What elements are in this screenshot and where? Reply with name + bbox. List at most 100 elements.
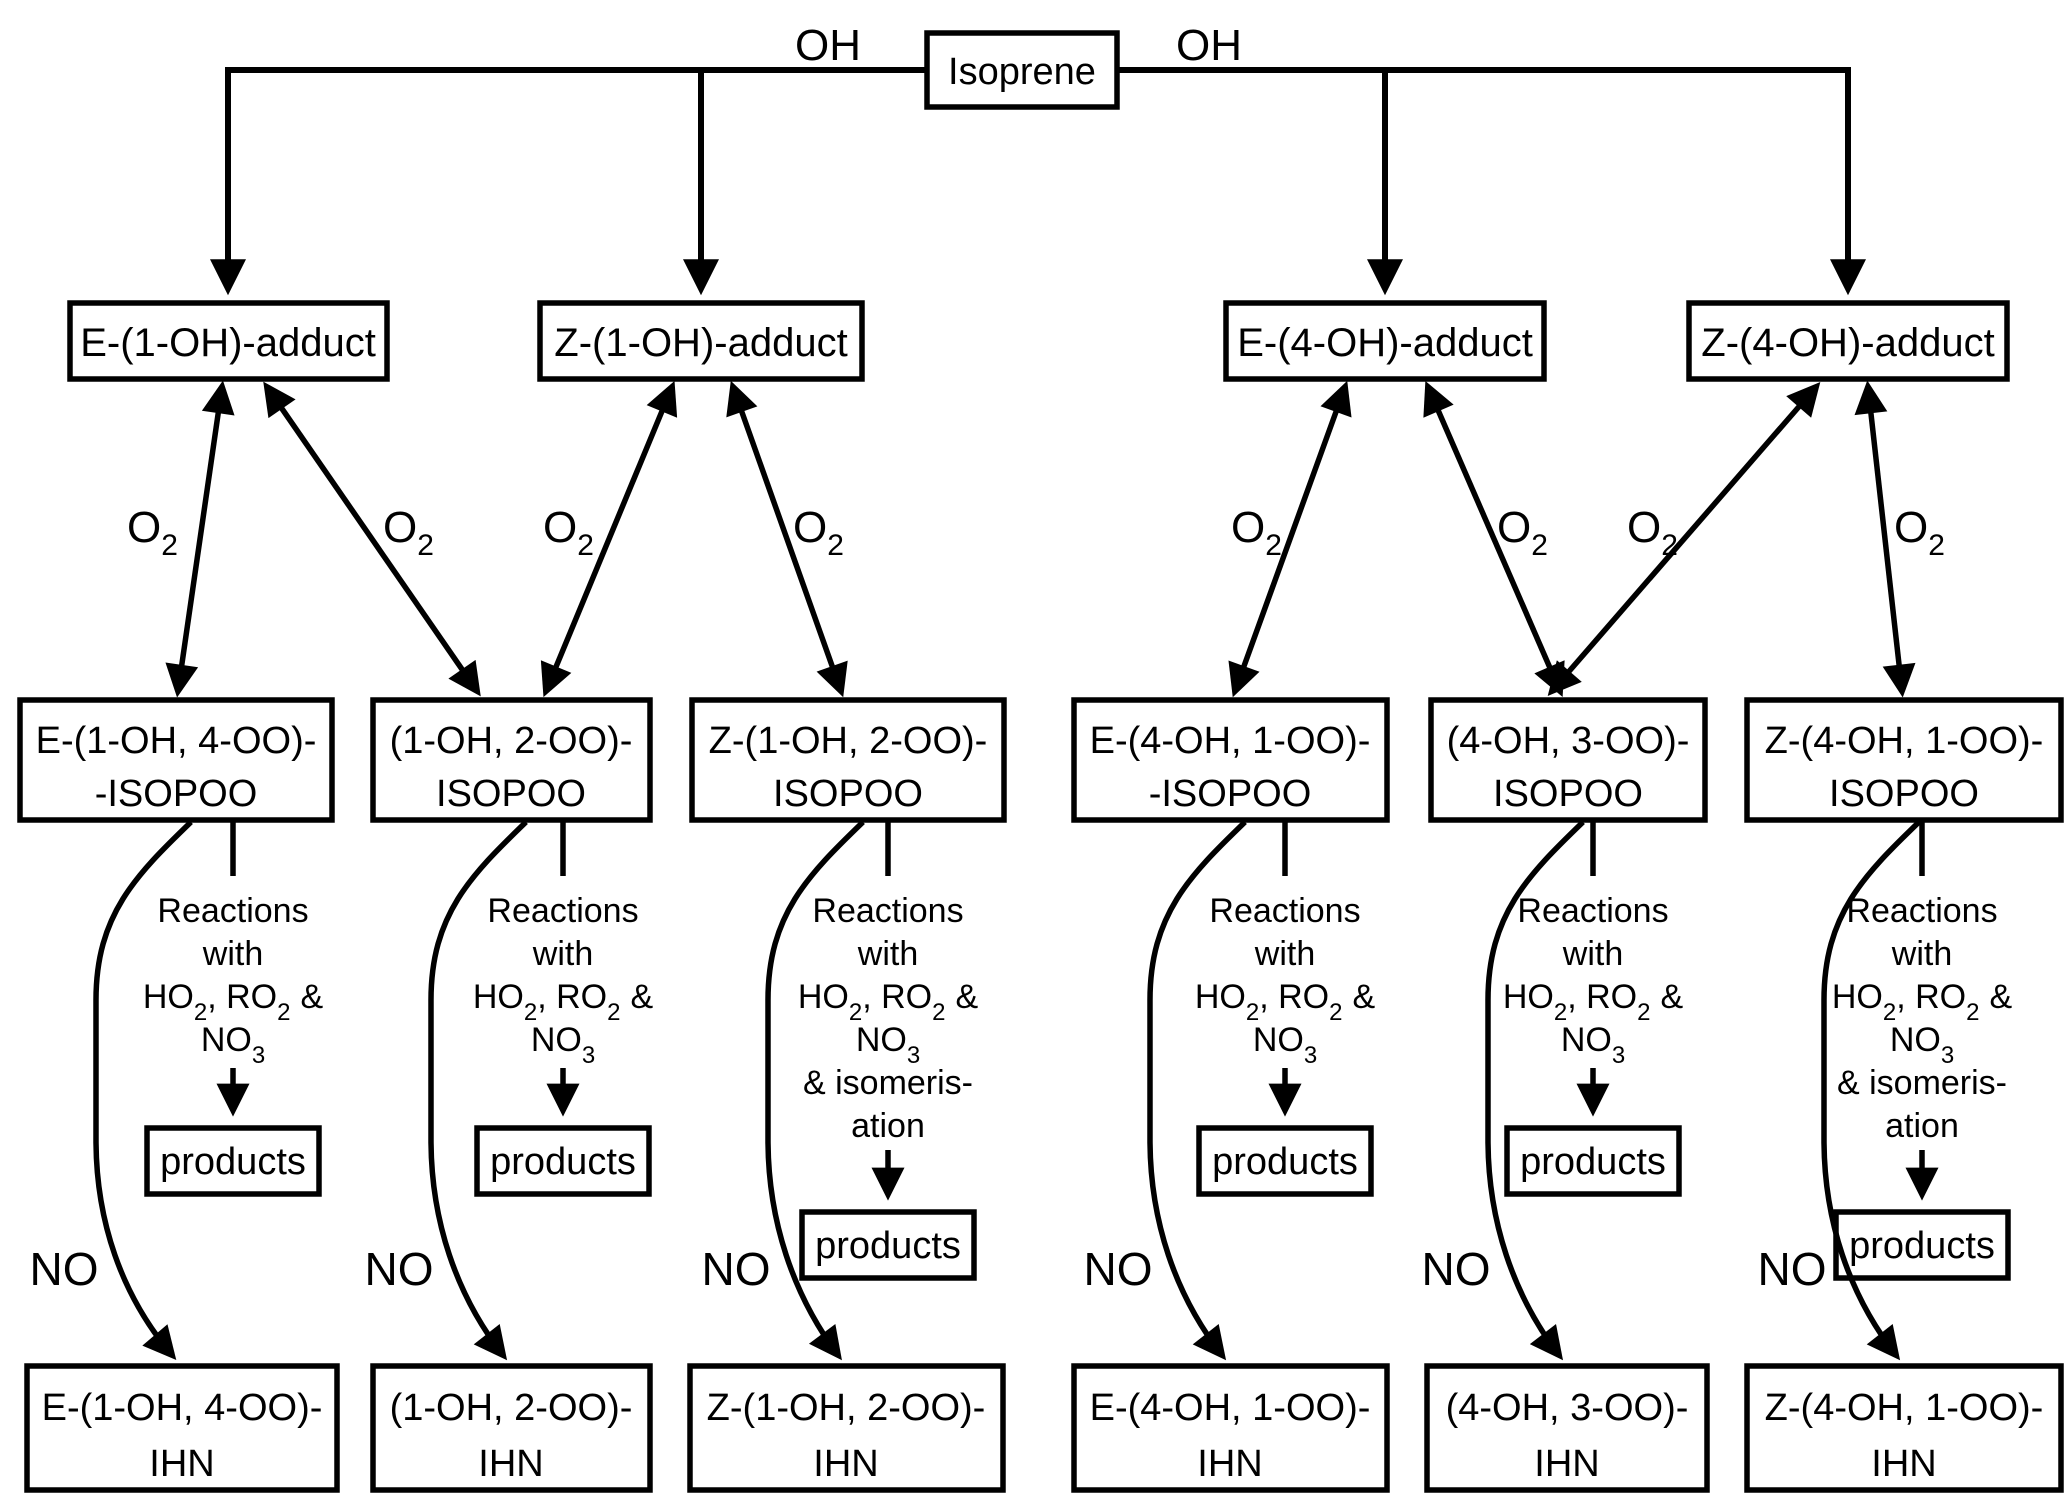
o2-label-6: O2: [1497, 503, 1548, 562]
reactions-line4-6: NO3: [1890, 1021, 1954, 1069]
reactions-line1-4: Reactions: [1209, 892, 1360, 930]
no3-subscript: 3: [1612, 1042, 1625, 1069]
ro2-subscript: 2: [277, 999, 290, 1026]
o2-arrow-6: [1423, 380, 1565, 698]
products-box-1: [144, 1125, 322, 1197]
ihn-label-1-line1: E-(1-OH, 4-OO)-: [42, 1387, 323, 1429]
isopoo-label-3-line1: Z-(1-OH, 2-OO)-: [709, 720, 988, 762]
ho2-subscript: 2: [194, 999, 207, 1026]
isopoo-label-2-line1: (1-OH, 2-OO)-: [390, 720, 633, 762]
o2-label-1: O2: [127, 503, 178, 562]
no-curve-3: [765, 820, 865, 1361]
adduct-box-2: [537, 300, 865, 382]
reactions-line4-3: NO3: [856, 1021, 920, 1069]
isomerisation-line1-6: & isomeris-: [1837, 1064, 2007, 1102]
no-curve-5: [1485, 820, 1585, 1361]
o2-label-7: O2: [1627, 503, 1678, 562]
isopoo-label-1-line2: -ISOPOO: [95, 773, 258, 815]
o2-symbol: O: [543, 503, 577, 552]
o2-arrow-1: [165, 380, 235, 698]
ho2-subscript: 2: [524, 999, 537, 1026]
ihn-box-3: [687, 1363, 1006, 1493]
products-label-2: products: [490, 1141, 636, 1183]
adduct-label-4: Z-(4-OH)-adduct: [1701, 321, 1994, 365]
o2-arrow-7: [1547, 382, 1821, 696]
ihn-label-4-line1: E-(4-OH, 1-OO)-: [1090, 1387, 1371, 1429]
o2-arrow-2: [263, 381, 481, 697]
products-box-6: [1833, 1209, 2011, 1281]
ihn-label-2-line2: IHN: [478, 1443, 543, 1485]
products-label-4: products: [1212, 1141, 1358, 1183]
no3-subscript: 3: [1941, 1042, 1954, 1069]
isomerisation-line2-3: ation: [851, 1107, 925, 1145]
ihn-label-3-line1: Z-(1-OH, 2-OO)-: [707, 1387, 986, 1429]
ampersand-text: &: [1989, 978, 2012, 1016]
no-label-2: NO: [365, 1243, 434, 1295]
o2-arrow-3: [540, 380, 678, 698]
no-label-3: NO: [702, 1243, 771, 1295]
adduct-label-2: Z-(1-OH)-adduct: [554, 321, 847, 365]
ampersand-text: &: [300, 978, 323, 1016]
ihn-label-6-line1: Z-(4-OH, 1-OO)-: [1765, 1387, 2044, 1429]
o2-subscript: 2: [1661, 529, 1678, 562]
o2-symbol: O: [793, 503, 827, 552]
o2-label-2: O2: [383, 503, 434, 562]
o2-arrow-5: [1228, 380, 1352, 698]
o2-subscript: 2: [1531, 529, 1548, 562]
no-label-1: NO: [30, 1243, 99, 1295]
o2-label-8: O2: [1894, 503, 1945, 562]
ihn-box-6: [1744, 1363, 2064, 1493]
products-label-6: products: [1849, 1225, 1995, 1267]
isopoo-box-1: [17, 697, 335, 823]
o2-subscript: 2: [1928, 529, 1945, 562]
adduct-label-1: E-(1-OH)-adduct: [80, 321, 376, 365]
reactions-line2-6: with: [1891, 935, 1952, 973]
ro2-subscript: 2: [1329, 999, 1342, 1026]
ho2-text: HO: [798, 978, 849, 1016]
no-curve-6: [1821, 820, 1921, 1361]
no3-text: NO: [1890, 1021, 1941, 1059]
isomerisation-line2-6: ation: [1885, 1107, 1959, 1145]
ampersand-text: &: [1660, 978, 1683, 1016]
isopoo-label-2-line2: ISOPOO: [436, 773, 586, 815]
oh-label-left: OH: [795, 21, 861, 70]
ihn-label-6-line2: IHN: [1871, 1443, 1936, 1485]
reactions-line2-4: with: [1254, 935, 1315, 973]
isoprene-box: [924, 30, 1120, 110]
reactions-line1-2: Reactions: [487, 892, 638, 930]
ho2-subscript: 2: [1554, 999, 1567, 1026]
no3-subscript: 3: [907, 1042, 920, 1069]
ampersand-text: &: [630, 978, 653, 1016]
isopoo-label-6-line2: ISOPOO: [1829, 773, 1979, 815]
no3-subscript: 3: [582, 1042, 595, 1069]
isopoo-box-3: [689, 697, 1007, 823]
reactions-line3-1: HO2, RO2&: [143, 978, 324, 1026]
products-label-3: products: [815, 1225, 961, 1267]
adduct-label-3: E-(4-OH)-adduct: [1237, 321, 1533, 365]
isopoo-label-5-line2: ISOPOO: [1493, 773, 1643, 815]
ro2-subscript: 2: [607, 999, 620, 1026]
o2-subscript: 2: [1265, 529, 1282, 562]
ihn-label-2-line1: (1-OH, 2-OO)-: [390, 1387, 633, 1429]
isopoo-box-4: [1071, 697, 1390, 823]
isopoo-label-1-line1: E-(1-OH, 4-OO)-: [36, 720, 317, 762]
adduct-box-3: [1223, 300, 1547, 382]
products-box-3: [799, 1209, 977, 1281]
ampersand-text: &: [955, 978, 978, 1016]
ihn-box-4: [1071, 1363, 1390, 1493]
ho2-text: HO: [1503, 978, 1554, 1016]
products-label-5: products: [1520, 1141, 1666, 1183]
o2-label-3: O2: [543, 503, 594, 562]
no-label-4: NO: [1084, 1243, 1153, 1295]
ro2-text: , RO: [1896, 978, 1966, 1016]
ro2-subscript: 2: [1966, 999, 1979, 1026]
ro2-text: , RO: [537, 978, 607, 1016]
no3-text: NO: [1561, 1021, 1612, 1059]
isopoo-box-2: [370, 697, 653, 823]
o2-arrow-8: [1854, 380, 1916, 698]
reactions-line3-2: HO2, RO2&: [473, 978, 654, 1026]
reactions-line2-3: with: [857, 935, 918, 973]
ihn-box-5: [1424, 1363, 1710, 1493]
no3-text: NO: [201, 1021, 252, 1059]
